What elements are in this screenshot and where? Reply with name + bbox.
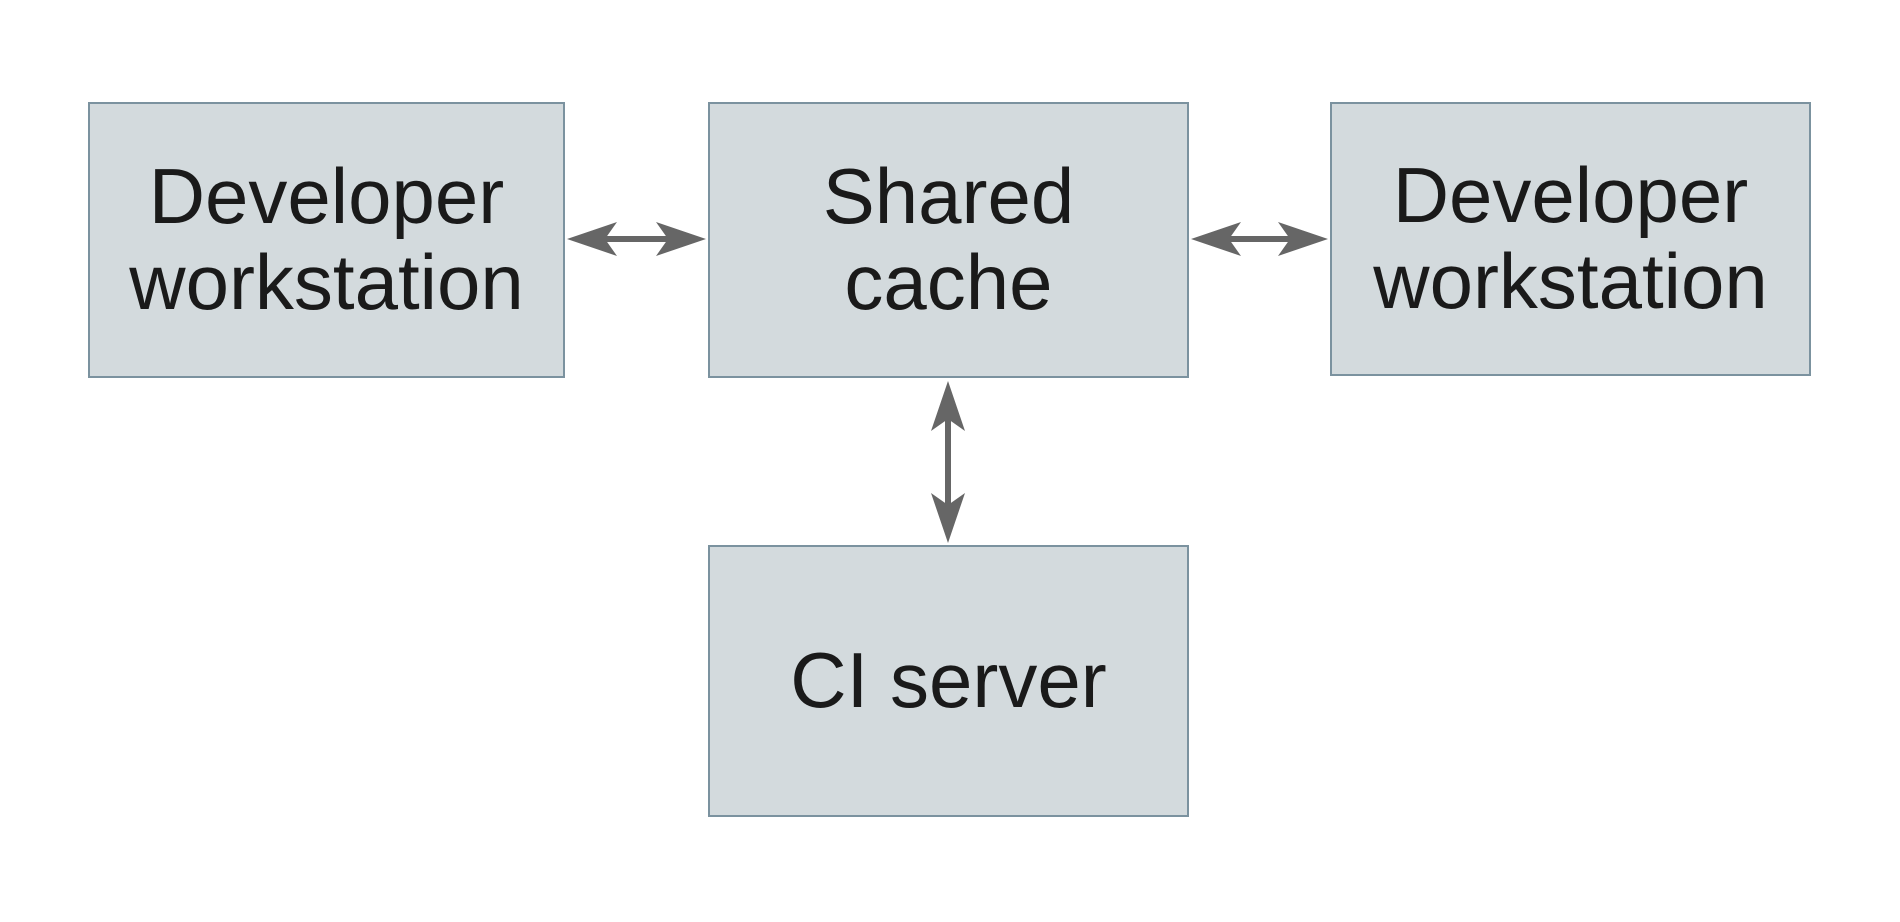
arrow-head-right-icon bbox=[656, 222, 706, 256]
node-developer-workstation-right: Developer workstation bbox=[1330, 102, 1811, 376]
node-label-developer-workstation-right: Developer workstation bbox=[1373, 151, 1768, 325]
node-shared-cache: Shared cache bbox=[708, 102, 1189, 378]
arrow-left-workstation-shared-cache bbox=[567, 222, 706, 256]
node-label-ci-server: CI server bbox=[790, 636, 1107, 725]
arrow-head-down-icon bbox=[931, 493, 965, 543]
node-ci-server: CI server bbox=[708, 545, 1189, 817]
arrow-shared-cache-right-workstation bbox=[1191, 222, 1328, 256]
node-label-shared-cache: Shared cache bbox=[822, 152, 1075, 326]
node-label-developer-workstation-left: Developer workstation bbox=[129, 152, 524, 326]
arrow-shared-cache-ci-server bbox=[931, 381, 965, 543]
arrow-head-right-icon bbox=[1278, 222, 1328, 256]
arrow-head-left-icon bbox=[567, 222, 617, 256]
arrow-head-left-icon bbox=[1191, 222, 1241, 256]
node-developer-workstation-left: Developer workstation bbox=[88, 102, 565, 378]
arrow-head-up-icon bbox=[931, 381, 965, 431]
